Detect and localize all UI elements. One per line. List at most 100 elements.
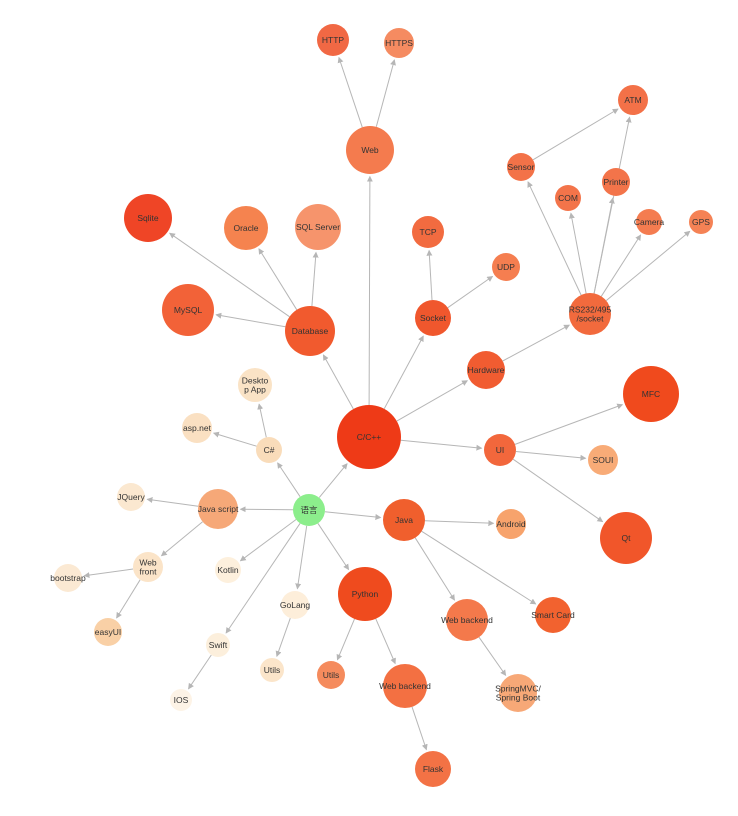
graph-node-ui[interactable]: UI <box>484 434 516 466</box>
graph-edge-lang-to-swift <box>225 523 301 634</box>
node-circle-webbackend_py[interactable] <box>383 664 427 708</box>
node-circle-webbackend_java[interactable] <box>446 599 488 641</box>
node-circle-easyui[interactable] <box>94 618 122 646</box>
node-circle-utils_py[interactable] <box>317 661 345 689</box>
graph-node-csharp[interactable]: C# <box>256 437 282 463</box>
node-circle-smartcard[interactable] <box>535 597 571 633</box>
graph-node-sqlserver[interactable]: SQL Server <box>295 204 341 250</box>
graph-edge-swift-to-ios <box>188 654 212 690</box>
graph-node-tcp[interactable]: TCP <box>412 216 444 248</box>
node-circle-hardware[interactable] <box>467 351 505 389</box>
node-circle-bootstrap[interactable] <box>54 564 82 592</box>
graph-node-camera[interactable]: Camera <box>634 209 665 235</box>
graph-node-https[interactable]: HTTPS <box>384 28 414 58</box>
graph-node-smartcard[interactable]: Smart Card <box>531 597 575 633</box>
graph-node-http[interactable]: HTTP <box>317 24 349 56</box>
graph-node-web[interactable]: Web <box>346 126 394 174</box>
graph-node-golang[interactable]: GoLang <box>280 591 311 619</box>
node-circle-lang[interactable] <box>293 494 325 526</box>
graph-edge-ccpp-to-socket <box>383 335 424 410</box>
graph-node-sensor[interactable]: Sensor <box>507 153 535 181</box>
graph-edge-lang-to-golang <box>295 525 308 590</box>
graph-node-mysql[interactable]: MySQL <box>162 284 214 336</box>
graph-node-webbackend_py[interactable]: Web backend <box>379 664 431 708</box>
graph-node-flask[interactable]: Flask <box>415 751 451 787</box>
node-circle-oracle[interactable] <box>224 206 268 250</box>
node-circle-sensor[interactable] <box>507 153 535 181</box>
graph-node-easyui[interactable]: easyUI <box>94 618 122 646</box>
node-circle-database[interactable] <box>285 306 335 356</box>
graph-node-utils_go[interactable]: Utils <box>260 658 284 682</box>
node-circle-kotlin[interactable] <box>215 557 241 583</box>
graph-node-swift[interactable]: Swift <box>206 633 230 657</box>
node-circle-sqlserver[interactable] <box>295 204 341 250</box>
node-circle-utils_go[interactable] <box>260 658 284 682</box>
graph-node-python[interactable]: Python <box>338 567 392 621</box>
graph-node-utils_py[interactable]: Utils <box>317 661 345 689</box>
node-circle-socket[interactable] <box>415 300 451 336</box>
node-circle-qt[interactable] <box>600 512 652 564</box>
node-circle-python[interactable] <box>338 567 392 621</box>
node-circle-aspnet[interactable] <box>182 413 212 443</box>
node-circle-soui[interactable] <box>588 445 618 475</box>
node-circle-springmvc[interactable] <box>499 674 537 712</box>
node-circle-golang[interactable] <box>281 591 309 619</box>
node-circle-flask[interactable] <box>415 751 451 787</box>
graph-node-database[interactable]: Database <box>285 306 335 356</box>
graph-node-sqlite[interactable]: Sqlite <box>124 194 172 242</box>
node-circle-mfc[interactable] <box>623 366 679 422</box>
graph-node-bootstrap[interactable]: bootstrap <box>50 564 86 592</box>
node-circle-mysql[interactable] <box>162 284 214 336</box>
node-circle-http[interactable] <box>317 24 349 56</box>
node-circle-rs232[interactable] <box>569 293 611 335</box>
graph-node-rs232[interactable]: RS232/495/socket <box>569 293 612 335</box>
graph-node-hardware[interactable]: Hardware <box>467 351 505 389</box>
node-circle-android[interactable] <box>496 509 526 539</box>
node-circle-csharp[interactable] <box>256 437 282 463</box>
node-circle-com[interactable] <box>555 185 581 211</box>
graph-node-gps[interactable]: GPS <box>689 210 713 234</box>
graph-node-ios[interactable]: IOS <box>170 689 192 711</box>
graph-node-printer[interactable]: Printer <box>602 168 630 196</box>
graph-node-udp[interactable]: UDP <box>492 253 520 281</box>
node-circle-ui[interactable] <box>484 434 516 466</box>
node-circle-ios[interactable] <box>170 689 192 711</box>
graph-node-com[interactable]: COM <box>555 185 581 211</box>
graph-node-ccpp[interactable]: C/C++ <box>337 405 401 469</box>
graph-node-oracle[interactable]: Oracle <box>224 206 268 250</box>
graph-node-lang[interactable]: 语言 <box>293 494 325 526</box>
graph-node-atm[interactable]: ATM <box>618 85 648 115</box>
graph-node-java[interactable]: Java <box>383 499 425 541</box>
graph-node-javascript[interactable]: Java script <box>198 489 239 529</box>
graph-node-jquery[interactable]: JQuery <box>117 483 145 511</box>
graph-node-aspnet[interactable]: asp.net <box>182 413 212 443</box>
node-circle-gps[interactable] <box>689 210 713 234</box>
node-circle-webfront[interactable] <box>133 552 163 582</box>
node-circle-javascript[interactable] <box>198 489 238 529</box>
graph-node-springmvc[interactable]: SpringMVC/Spring Boot <box>495 674 542 712</box>
graph-node-kotlin[interactable]: Kotlin <box>215 557 241 583</box>
graph-node-android[interactable]: Android <box>496 509 526 539</box>
node-circle-sqlite[interactable] <box>124 194 172 242</box>
node-circle-camera[interactable] <box>636 209 662 235</box>
node-circle-udp[interactable] <box>492 253 520 281</box>
node-circle-swift[interactable] <box>206 633 230 657</box>
graph-node-mfc[interactable]: MFC <box>623 366 679 422</box>
node-circle-https[interactable] <box>384 28 414 58</box>
node-circle-tcp[interactable] <box>412 216 444 248</box>
node-circle-web[interactable] <box>346 126 394 174</box>
node-circle-atm[interactable] <box>618 85 648 115</box>
node-circle-desktopapp[interactable] <box>238 368 272 402</box>
graph-node-webbackend_java[interactable]: Web backend <box>441 599 493 641</box>
graph-edge-ui-to-qt <box>512 458 604 523</box>
graph-node-soui[interactable]: SOUI <box>588 445 618 475</box>
node-circle-ccpp[interactable] <box>337 405 401 469</box>
graph-node-socket[interactable]: Socket <box>415 300 451 336</box>
graph-node-qt[interactable]: Qt <box>600 512 652 564</box>
node-circle-jquery[interactable] <box>117 483 145 511</box>
node-circle-printer[interactable] <box>602 168 630 196</box>
node-circle-java[interactable] <box>383 499 425 541</box>
graph-edge-webfront-to-easyui <box>116 579 141 619</box>
